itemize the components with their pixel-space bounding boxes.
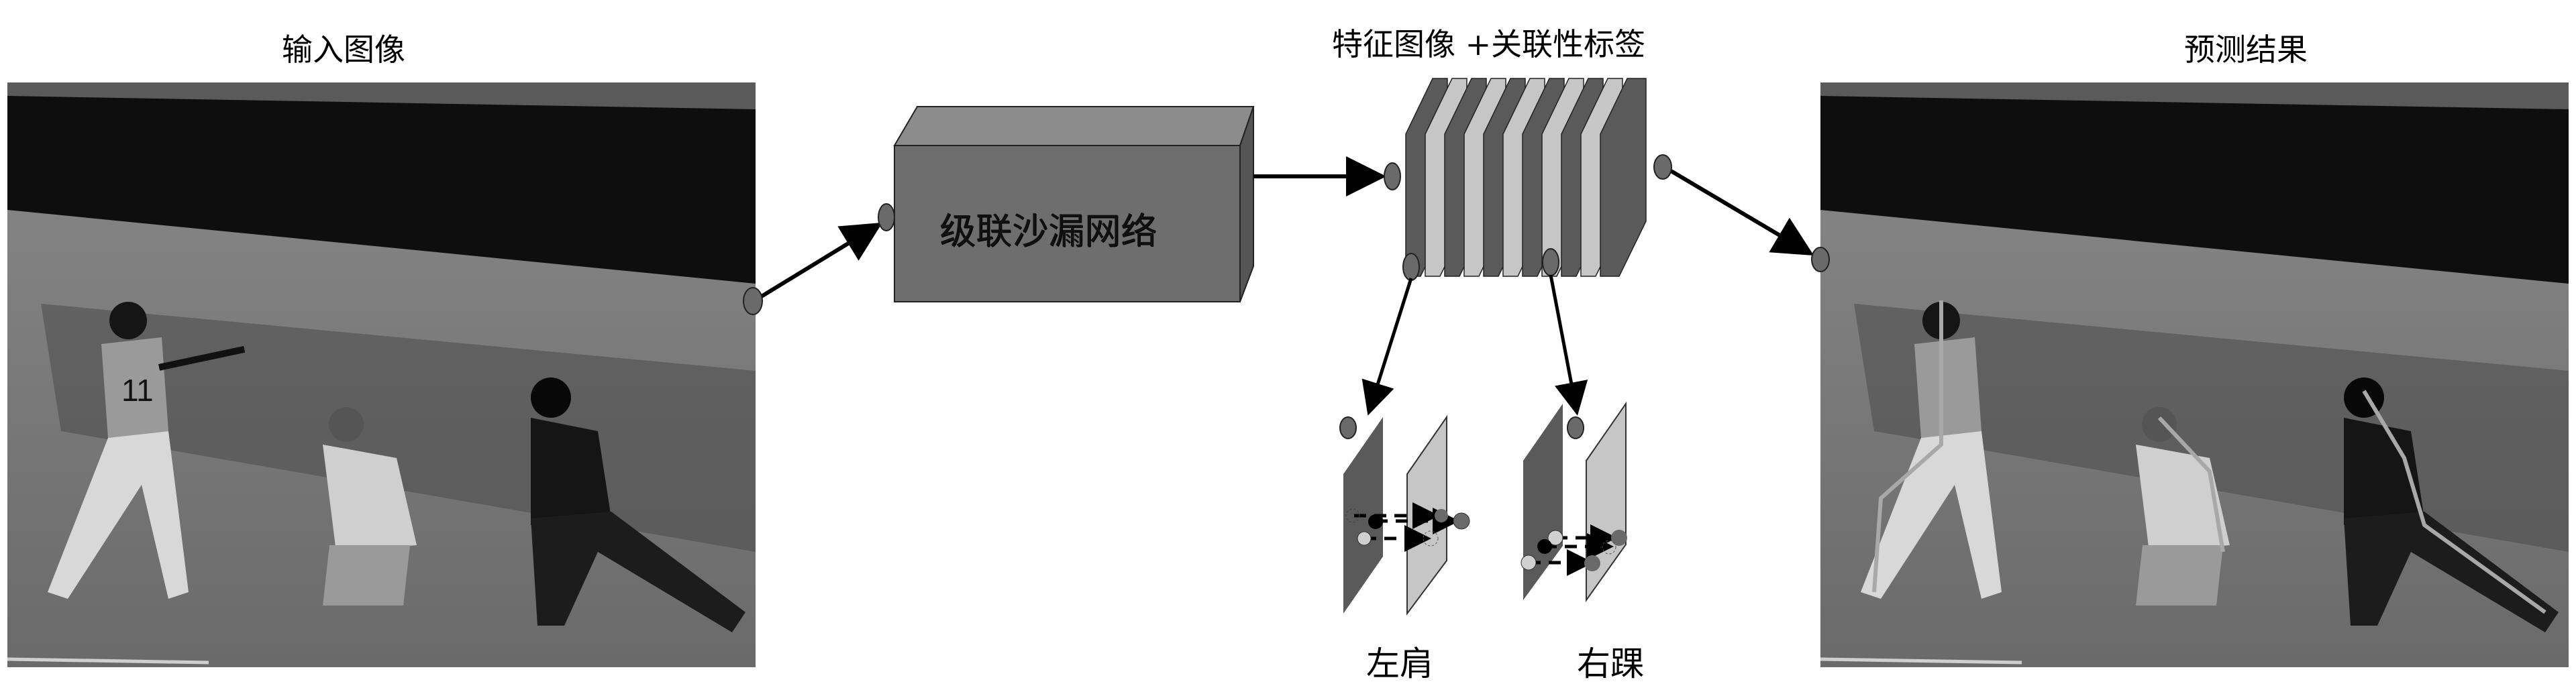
jersey-number: 11 [121,373,154,408]
box-front-face [894,145,1241,302]
node-branch-left [1402,253,1420,281]
cascaded-hourglass-network-box [893,106,1255,302]
box-top-face [893,106,1255,146]
node-branch-right [1542,248,1559,276]
baseball-scene-input: 11 [7,82,756,667]
arrow-features-to-output [1653,154,1830,272]
input-image-title: 输入图像 [282,32,405,68]
feature-map-stack [1405,78,1647,277]
feature-map-plane [1600,78,1647,277]
right-ankle-plane-dark [1523,404,1563,600]
node-right-ankle [1567,416,1584,439]
baseball-scene-output [1820,82,2569,667]
node-features-out [1653,154,1672,180]
node-input-out [743,287,763,315]
prediction-image [1820,82,2569,667]
batter-figure: 11 [48,302,246,599]
node-left-shoulder [1339,416,1357,439]
input-image: 11 [7,82,756,667]
catcher-figure [323,407,417,606]
arrow-input-to-network [743,203,895,315]
right-ankle-embedding [1521,401,1627,603]
left-shoulder-embedding [1343,414,1470,616]
umpire-figure [531,378,745,632]
catcher-skeleton [2157,416,2225,553]
right-ankle-label: 右踝 [1577,644,1644,683]
node-features-in [1384,162,1401,190]
pose-skeletons [1872,300,2546,614]
feature-maps-title: 特征图像 +关联性标签 [1332,26,1646,62]
umpire-skeleton [2362,390,2546,614]
node-network-in [878,203,895,231]
arrow-network-to-features [1253,156,1401,196]
arrow-to-left-shoulder [1339,253,1420,439]
arrow-to-right-ankle [1542,248,1588,439]
network-label: 级联沙漏网络 [939,210,1157,252]
prediction-result-title: 预测结果 [2184,32,2308,68]
node-output-in [1811,247,1830,272]
left-shoulder-label: 左肩 [1366,644,1433,683]
batter-skeleton [1872,300,1943,593]
